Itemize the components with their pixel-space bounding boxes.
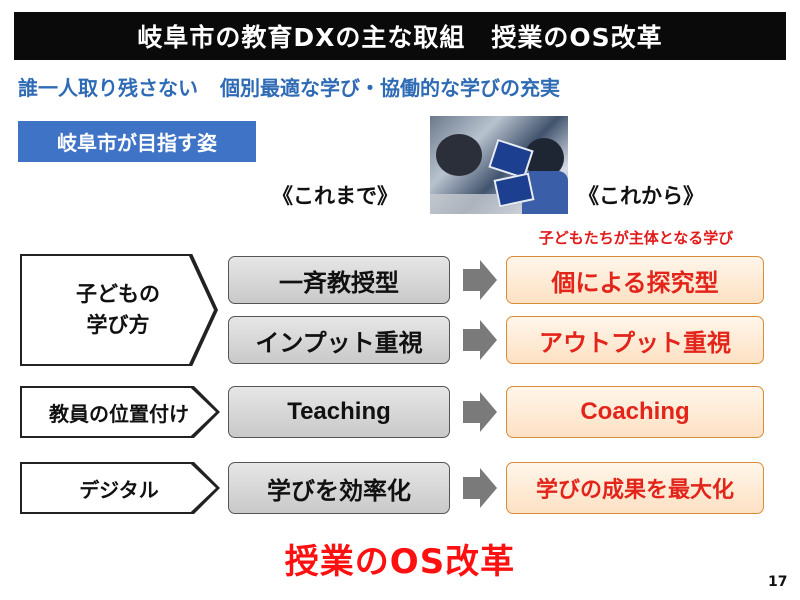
before-item: Teaching <box>228 386 450 438</box>
category-teacher-role: 教員の位置付け <box>22 388 216 436</box>
period-before-label: 《これまで》 <box>272 184 398 208</box>
before-item: 一斉教授型 <box>228 256 450 304</box>
after-item: 個による探究型 <box>506 256 764 304</box>
before-item: インプット重視 <box>228 316 450 364</box>
category-digital: デジタル <box>22 464 216 512</box>
footer-title: 授業のOS改革 <box>284 542 516 582</box>
right-arrow-icon <box>463 260 497 300</box>
subtitle-part1: 誰一人取り残さない <box>18 76 198 100</box>
right-arrow-icon <box>463 468 497 508</box>
after-item: Coaching <box>506 386 764 438</box>
period-after-label: 《これから》 <box>578 184 704 208</box>
right-arrow-icon <box>463 320 497 360</box>
subtitle: 誰一人取り残さない個別最適な学び・協働的な学びの充実 <box>18 72 788 101</box>
after-item: 学びの成果を最大化 <box>506 462 764 514</box>
subtitle-part2: 個別最適な学び・協働的な学びの充実 <box>220 76 560 100</box>
before-item: 学びを効率化 <box>228 462 450 514</box>
classroom-photo <box>430 116 568 214</box>
after-caption: 子どもたちが主体となる学び <box>538 229 734 247</box>
goal-label: 岐阜市が目指す姿 <box>18 121 256 162</box>
right-arrow-icon <box>463 392 497 432</box>
page-title: 岐阜市の教育DXの主な取組 授業のOS改革 <box>14 12 786 60</box>
category-learning-style: 子どもの 学び方 <box>22 256 214 364</box>
page-number: 17 <box>768 574 788 590</box>
after-item: アウトプット重視 <box>506 316 764 364</box>
